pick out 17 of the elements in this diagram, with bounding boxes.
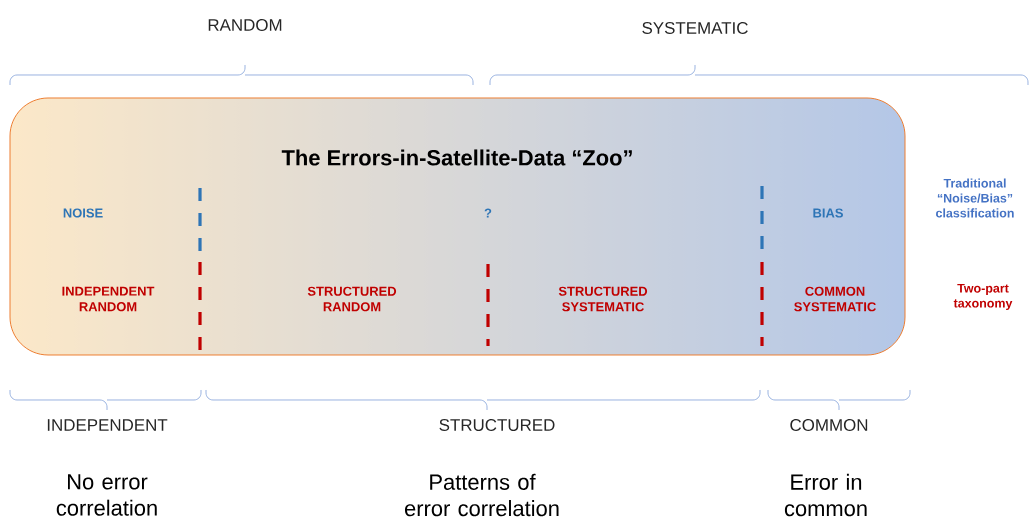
group-heading: INDEPENDENT xyxy=(47,419,168,431)
category-label: STRUCTURED RANDOM xyxy=(307,286,397,312)
group-heading: RANDOM xyxy=(208,19,282,31)
row-label: Two-part taxonomy xyxy=(953,283,1013,311)
category-label: COMMON SYSTEMATIC xyxy=(794,286,876,312)
group-description: Patterns of error correlation xyxy=(405,473,559,517)
group-heading: STRUCTURED xyxy=(439,419,555,431)
category-label: NOISE xyxy=(63,208,103,218)
group-heading: SYSTEMATIC xyxy=(642,22,748,34)
category-label: STRUCTURED SYSTEMATIC xyxy=(558,286,648,312)
group-heading: COMMON xyxy=(790,419,868,431)
group-description: Error in common xyxy=(784,473,867,517)
category-label: ? xyxy=(484,208,492,218)
row-label: Traditional “Noise/Bias” classification xyxy=(936,178,1014,218)
group-description: No error correlation xyxy=(56,474,157,516)
category-label: BIAS xyxy=(813,208,843,218)
category-label: INDEPENDENT RANDOM xyxy=(62,286,155,312)
